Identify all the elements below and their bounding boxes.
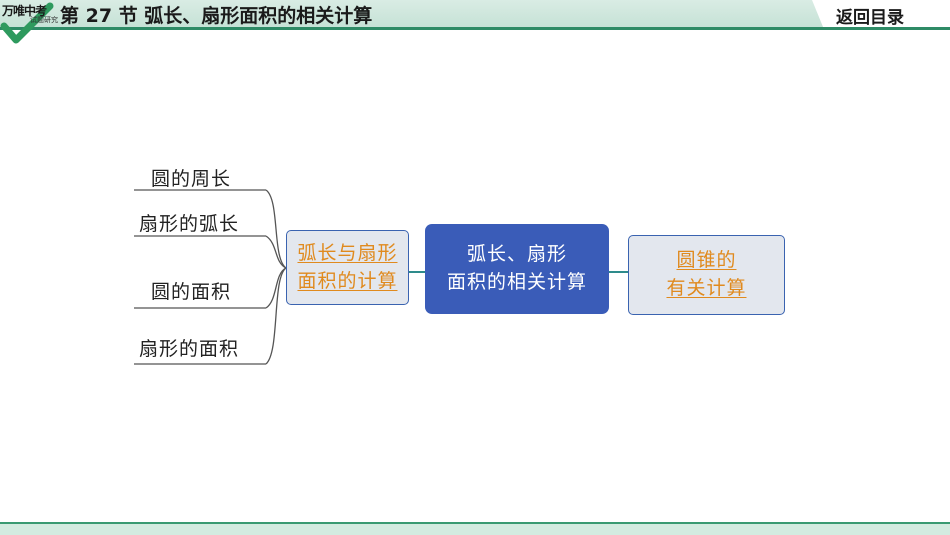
node-central-topic: 弧长、扇形 面积的相关计算 [425, 224, 609, 314]
branch-curve [265, 235, 287, 269]
back-tab [812, 0, 950, 27]
branch-circle-circumference: 圆的周长 [151, 168, 232, 190]
back-to-contents-button[interactable]: 返回目录 [836, 8, 904, 28]
checkmark-icon [0, 2, 54, 44]
page-title: 第 27 节 弧长、扇形面积的相关计算 [60, 5, 373, 27]
node-left-line1: 弧长与扇形 [297, 241, 398, 264]
node-right-line1: 圆锥的 [676, 249, 737, 272]
branch-curve [265, 267, 287, 309]
header-band [0, 0, 950, 27]
node-cone-calculation[interactable]: 圆锥的 有关计算 [628, 235, 785, 315]
branch-curve [265, 267, 287, 365]
header-bar: 万唯中考 试题研究 第 27 节 弧长、扇形面积的相关计算 返回目录 [0, 0, 950, 44]
logo-text: 万唯中考 [2, 4, 47, 18]
node-arc-sector-calculation[interactable]: 弧长与扇形 面积的计算 [286, 230, 409, 305]
branch-sector-area: 扇形的面积 [139, 338, 240, 360]
branch-curve [265, 189, 287, 269]
node-right-line2: 有关计算 [666, 277, 747, 299]
node-center-line2: 面积的相关计算 [446, 271, 587, 293]
branch-sector-arc-length: 扇形的弧长 [139, 213, 240, 235]
branch-circle-area: 圆的面积 [151, 281, 232, 303]
logo-subtext: 试题研究 [30, 16, 58, 24]
footer-divider [0, 522, 950, 524]
node-center-line1: 弧长、扇形 [466, 243, 567, 266]
node-left-line2: 面积的计算 [297, 269, 398, 292]
header-divider [0, 27, 950, 30]
brand-logo: 万唯中考 试题研究 [0, 0, 58, 46]
footer-band [0, 524, 950, 535]
